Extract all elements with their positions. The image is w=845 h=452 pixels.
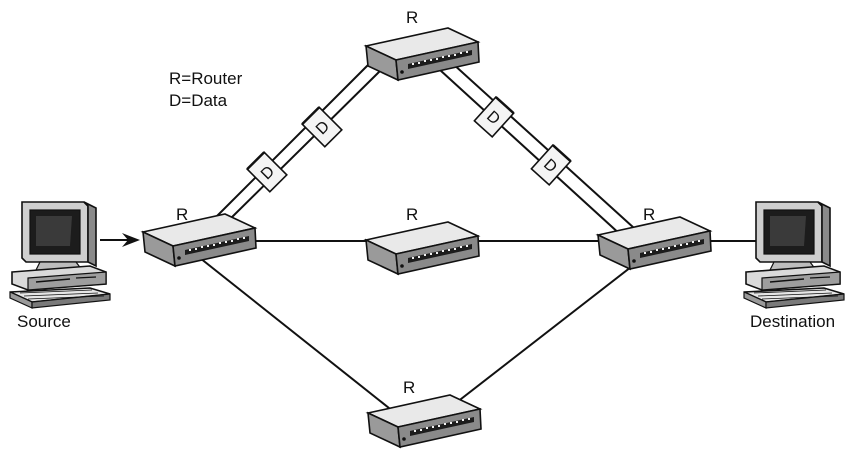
destination-label: Destination: [750, 312, 836, 331]
router-icon-middle: [365, 221, 480, 275]
legend-data: D=Data: [169, 91, 228, 110]
link-left-bottom: [199, 257, 395, 413]
source-computer-icon: [9, 201, 111, 309]
link-pipe-top-right-b: [451, 62, 635, 229]
link-pipe-top-right-a: [439, 69, 623, 237]
router-label-top: R: [406, 8, 419, 27]
packet-4: D: [530, 143, 572, 187]
router-label-right: R: [643, 205, 656, 224]
packet-1: D: [246, 151, 288, 193]
link-pipe-left-top-a: [214, 61, 372, 219]
legend-router: R=Router: [169, 69, 243, 88]
link-bottom-right: [451, 259, 641, 407]
link-pipe-left-top-b: [226, 69, 382, 223]
arrow-head: [122, 233, 140, 247]
packet-2: D: [301, 106, 343, 148]
router-label-middle: R: [406, 205, 419, 224]
router-icon-bottom: [367, 394, 482, 448]
router-label-bottom: R: [403, 378, 416, 397]
links: [100, 61, 762, 413]
destination-computer-icon: [743, 201, 845, 309]
router-label-left: R: [176, 205, 189, 224]
router-icon-right: [597, 216, 712, 270]
source-label: Source: [17, 312, 71, 331]
packet-3: D: [473, 95, 515, 139]
router-icon-left: [142, 213, 257, 267]
